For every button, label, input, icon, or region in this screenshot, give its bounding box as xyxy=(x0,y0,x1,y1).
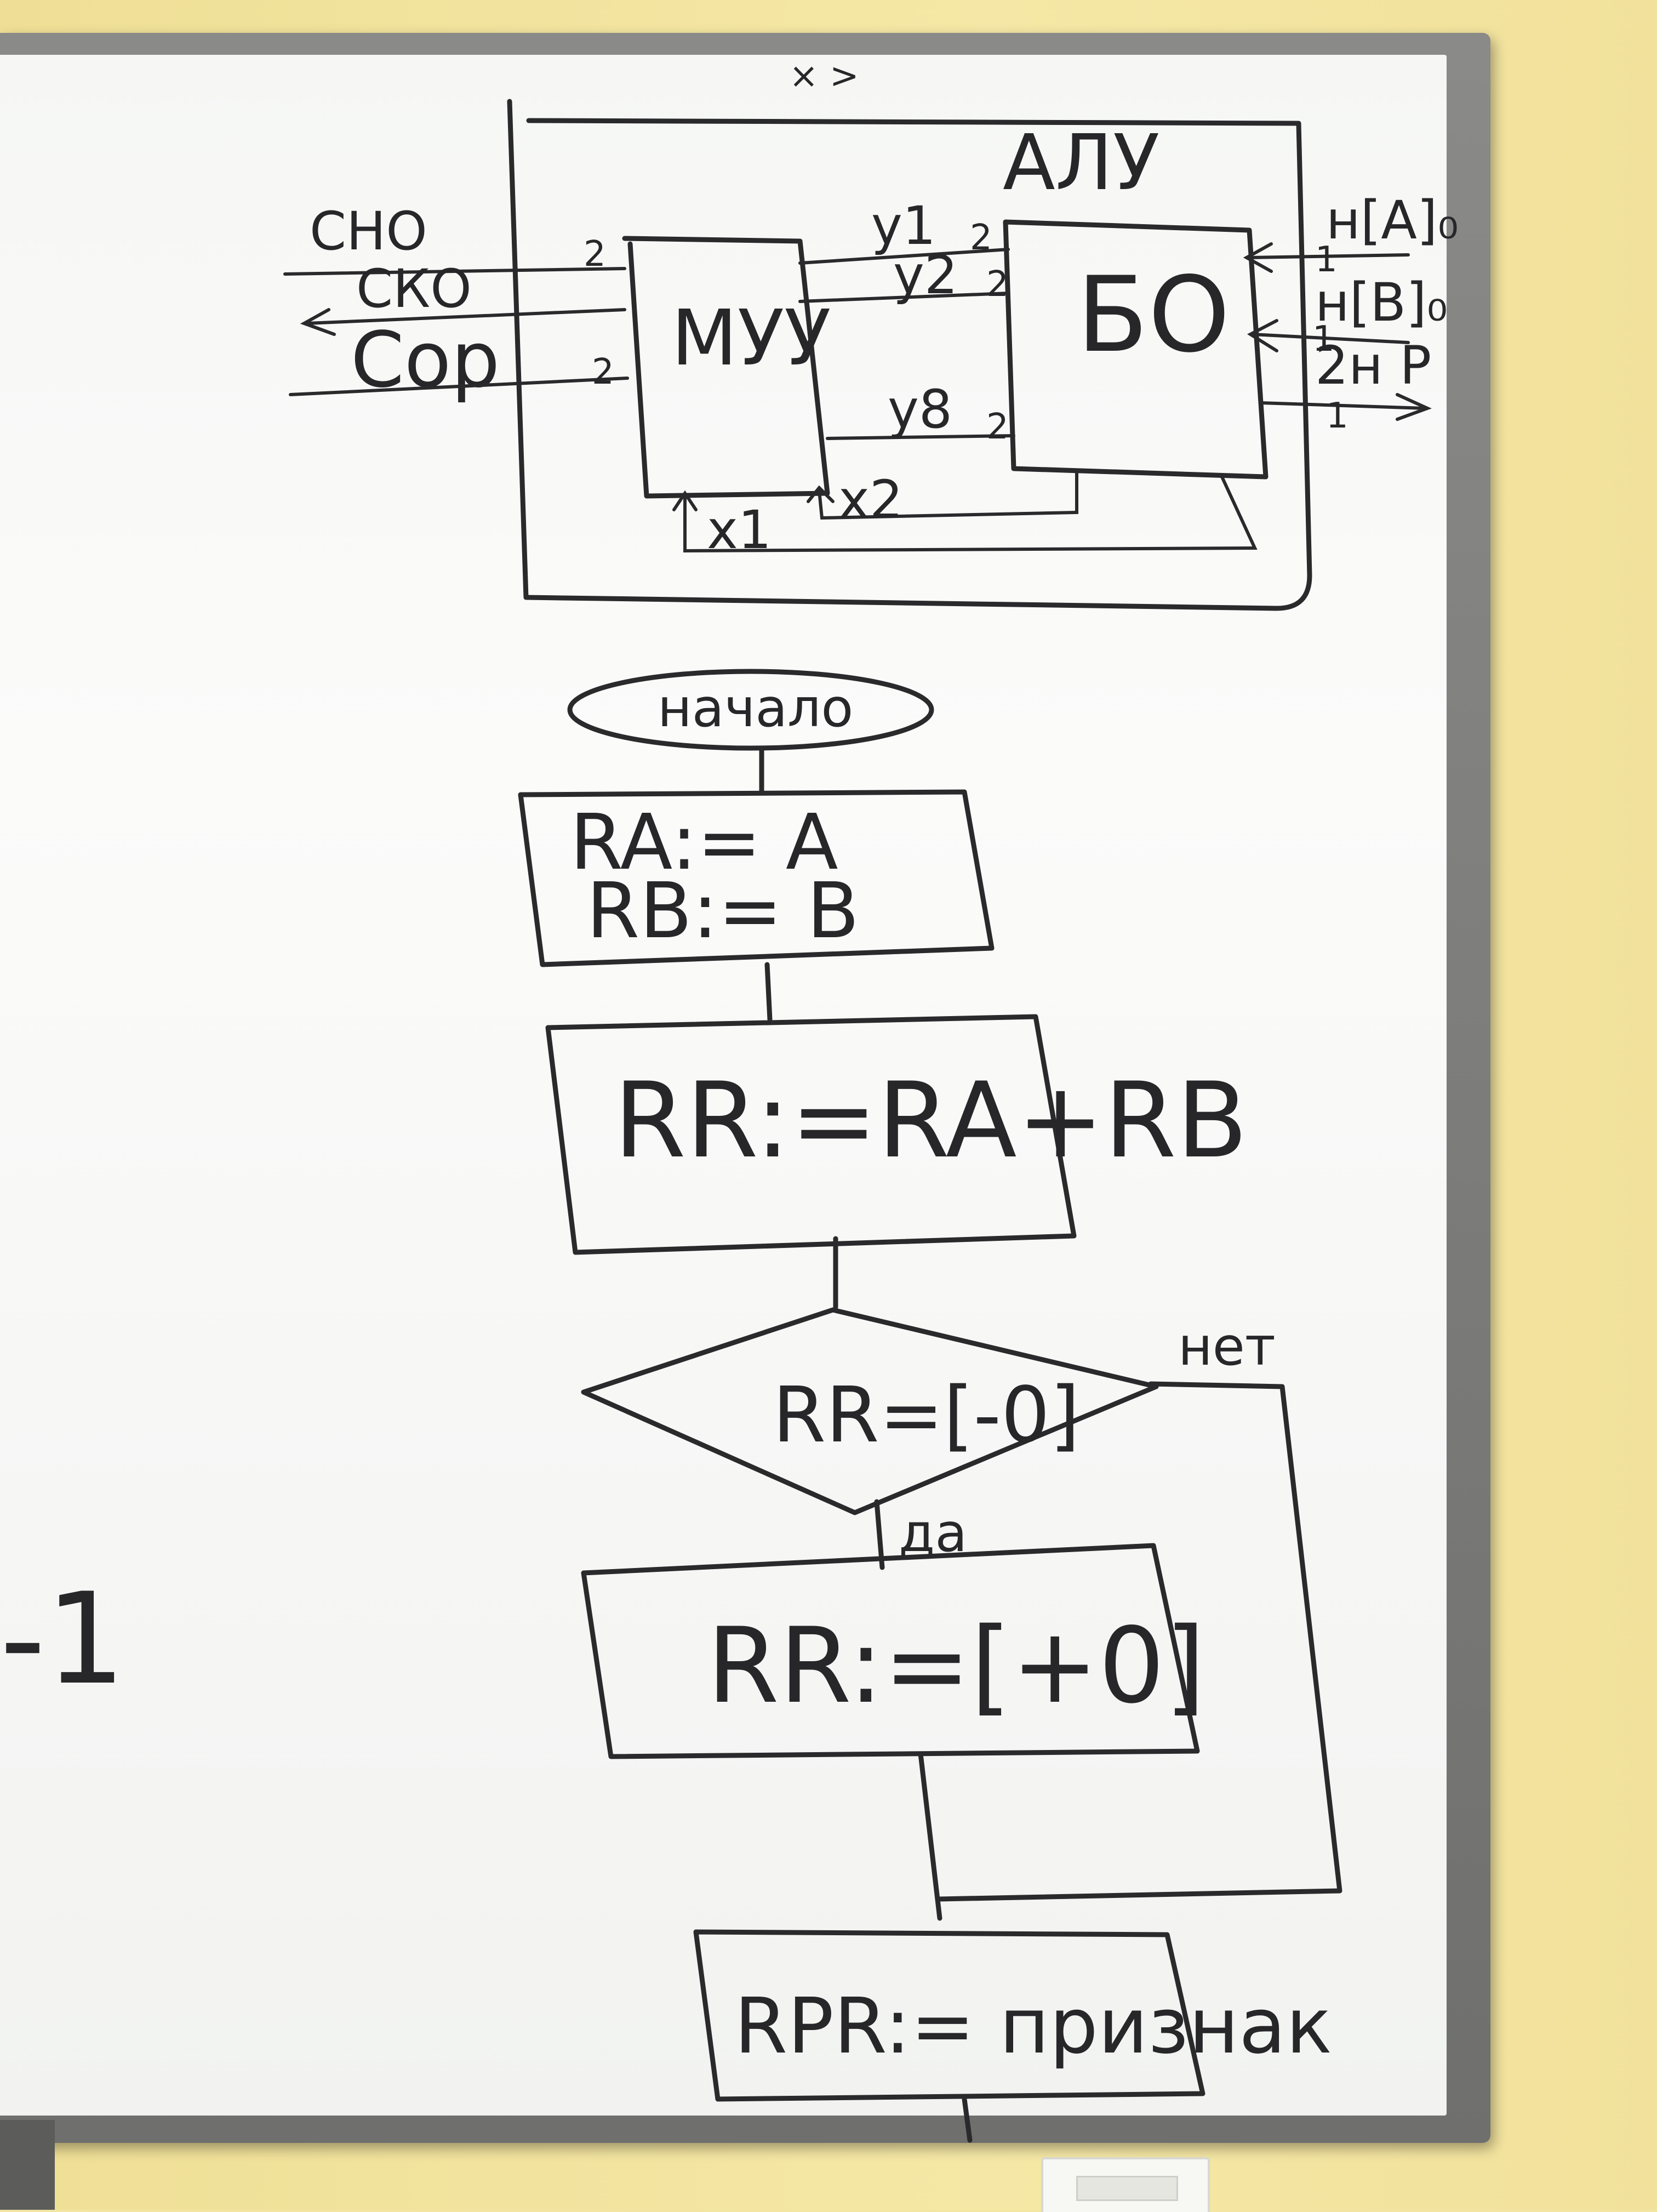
flowchart-step4-label: RPR:= признак xyxy=(734,1982,1332,2071)
branch-no-path xyxy=(937,1381,1342,1902)
port-a-bus-width: 1 xyxy=(1315,240,1338,280)
control-unit-box xyxy=(622,236,830,499)
signal-cko-arrow xyxy=(300,308,626,336)
y1-bus-width: 2 xyxy=(970,218,992,258)
flowchart-step2-label: RR:=RA+RB xyxy=(614,1060,1248,1181)
top-mark: × > xyxy=(789,56,859,96)
flowchart-decision-label: RR=[-0] xyxy=(773,1371,1080,1460)
port-b-arrow xyxy=(1247,319,1410,352)
whiteboard-tray xyxy=(0,2120,55,2210)
branch-no-label: нет xyxy=(1178,1316,1276,1377)
signal-y8-label: y8 xyxy=(888,379,952,440)
flowchart-step1-box xyxy=(518,789,995,967)
signal-cno-label: СНО xyxy=(310,201,427,262)
flowchart-step3-box xyxy=(581,1543,1200,1759)
signal-y8-line xyxy=(826,434,1015,440)
signal-y2-label: y2 xyxy=(893,244,958,306)
flowchart-step2-box xyxy=(545,1014,1077,1255)
power-outlet xyxy=(1041,2157,1210,2212)
alu-title: АЛУ xyxy=(1003,118,1159,208)
flowchart-decision-diamond xyxy=(581,1307,1159,1515)
signal-x2-arrow xyxy=(807,470,1078,520)
operational-unit-box xyxy=(1003,219,1269,480)
left-edge-text: -1 xyxy=(0,1566,125,1713)
signal-x1-arrow xyxy=(672,475,1258,553)
flowchart-step3-label: RR:=[+0] xyxy=(707,1605,1205,1726)
flowchart-step1-line2: RB:= B xyxy=(586,866,859,956)
flowchart-start-terminal xyxy=(567,669,934,751)
port-p-label: 2н P xyxy=(1315,335,1431,396)
flowchart-step4-box xyxy=(693,1929,1205,2102)
outlet-slot xyxy=(1076,2176,1178,2201)
alu-outer-boundary xyxy=(507,99,1312,611)
port-b-label: н[B]₀ xyxy=(1315,272,1448,333)
signal-cno-line xyxy=(283,267,626,276)
connector-step1-step2 xyxy=(764,962,773,1022)
y2-bus-width: 2 xyxy=(986,264,1009,305)
y8-bus-width: 2 xyxy=(986,407,1009,447)
signal-x2-label: x2 xyxy=(838,469,903,531)
signal-cko-label: СКО xyxy=(356,258,472,320)
flowchart-step1-line1: RA:= A xyxy=(570,798,838,887)
cop-bus-width: 2 xyxy=(592,352,614,392)
signal-y2-line xyxy=(798,292,1010,303)
signal-y1-line xyxy=(798,248,1010,265)
flowchart-start-label: начало xyxy=(658,677,853,739)
control-unit-label: МУУ xyxy=(671,294,831,383)
operational-unit-label: БО xyxy=(1077,254,1230,375)
port-b-bus-width: 1 xyxy=(1312,319,1335,360)
signal-x1-label: x1 xyxy=(707,499,772,561)
connector-step3-step4 xyxy=(918,1751,942,1921)
port-p-arrow xyxy=(1259,393,1432,421)
signal-y1-label: y1 xyxy=(871,195,936,256)
whiteboard-surface xyxy=(0,55,1447,2116)
signal-cop-line xyxy=(289,377,629,396)
flowchart: начало RA:= A RB:= B RR:=RA+RB RR=[-0] н… xyxy=(518,669,1342,2143)
port-a-label: н[A]₀ xyxy=(1326,190,1459,251)
connector-step4-out xyxy=(962,2096,973,2143)
port-a-arrow xyxy=(1243,242,1410,273)
cno-bus-width: 2 xyxy=(584,234,606,275)
port-p-bus-width: 1 xyxy=(1326,396,1349,436)
alu-block: АЛУ МУУ БО СНО 2 СКО Сор 2 y1 2 y2 2 y8 … xyxy=(283,99,1459,611)
